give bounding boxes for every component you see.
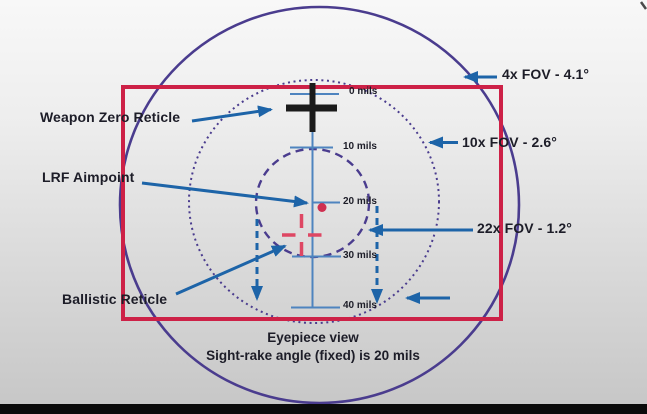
mil-label-20: 20 mils — [343, 196, 377, 207]
fov-10x-circle — [188, 79, 440, 324]
ballistic-reticle-label: Ballistic Reticle — [62, 291, 168, 307]
weapon-zero-reticle-horizontal — [286, 104, 337, 112]
mil-label-40: 40 mils — [343, 300, 377, 311]
fov-4x-circle — [118, 5, 521, 405]
caption-line-1: Eyepiece view — [267, 330, 359, 345]
caption-line-2: Sight-rake angle (fixed) is 20 mils — [206, 348, 420, 363]
lrf-aimpoint-label: LRF Aimpoint — [42, 169, 135, 185]
lrf-aimpoint-pointer-arrow — [141, 181, 309, 208]
ballistic-reticle — [282, 214, 322, 256]
fov-4x-label: 4x FOV - 4.1° — [502, 66, 590, 82]
weapon-zero-reticle — [286, 83, 337, 132]
mil-label-10: 10 mils — [343, 141, 377, 152]
cursor-artifact — [639, 1, 647, 10]
weapon-zero-reticle-label: Weapon Zero Reticle — [40, 109, 181, 125]
fov-22x-label: 22x FOV - 1.2° — [477, 220, 572, 236]
weapon-zero-pointer-arrow — [191, 105, 273, 123]
mil-label-0: 0 mils — [349, 86, 378, 97]
mil-label-30: 30 mils — [343, 250, 377, 261]
lrf-aimpoint-dot — [317, 203, 327, 212]
caption: Eyepiece view Sight-rake angle (fixed) i… — [133, 329, 493, 365]
ballistic-pointer-arrow — [175, 244, 287, 296]
fov-10x-label: 10x FOV - 2.6° — [462, 134, 557, 150]
bottom-bar — [0, 404, 647, 414]
